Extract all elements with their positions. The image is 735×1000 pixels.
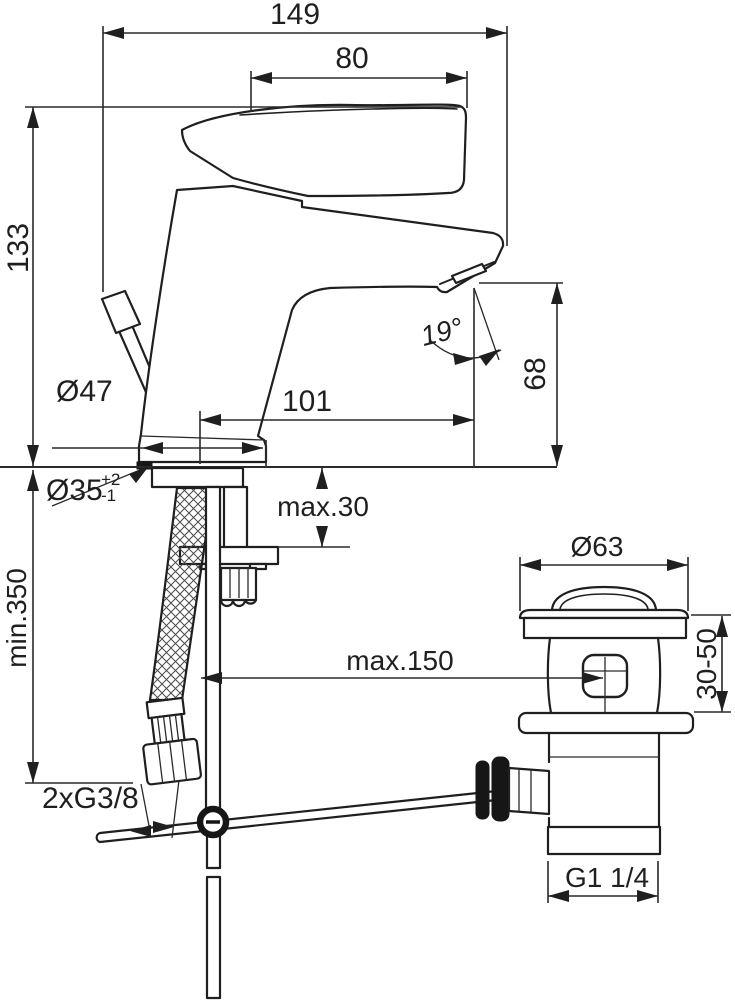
dim-hole-tol-plus: +2 — [101, 470, 120, 489]
waste-flange-plate — [518, 608, 690, 620]
dim-waste-thread: G1 1/4 — [565, 862, 649, 893]
dim-spout-angle: 19° — [417, 312, 466, 352]
threaded-shank — [222, 485, 249, 550]
dim-base-diameter: Ø47 — [56, 375, 113, 408]
supply-hose-braid — [148, 486, 215, 702]
under-deck-group — [95, 466, 508, 1000]
pull-rod-upper — [204, 485, 222, 810]
dim-handle-length: 80 — [335, 42, 368, 75]
dim-hole-diameter: Ø35 — [46, 474, 103, 507]
lever-knob — [100, 289, 142, 335]
dimension-lines-group: 149 80 133 min.350 Ø47 Ø35 +2 -1 101 19° — [1, 0, 731, 903]
hose-nut-facets — [157, 740, 188, 784]
pull-rod-stub — [205, 834, 222, 870]
hose-corrugation-lines — [156, 714, 180, 743]
waste-window-cross — [584, 657, 626, 713]
ball-joint-seal-left — [475, 760, 490, 820]
handle-top-edge-line — [239, 107, 458, 116]
waste-tailpiece-thread — [546, 825, 662, 856]
hose-end-fitting — [142, 696, 202, 786]
mounting-nut-ridges — [229, 568, 249, 598]
waste-cap — [550, 585, 658, 612]
aerator-insert — [450, 262, 488, 285]
dim-spout-reach: 101 — [282, 385, 332, 418]
ball-joint-collar — [507, 766, 551, 816]
dim-rod-reach: max.150 — [346, 645, 453, 676]
pull-rod-lower — [205, 875, 222, 1000]
dim-deck-thickness: max.30 — [277, 491, 369, 522]
drain-assembly-group — [475, 585, 695, 856]
hose-corrugation — [150, 713, 186, 745]
bracket-foot-right — [248, 562, 268, 571]
mounting-nut-scallops — [219, 598, 258, 608]
waste-body-sides — [546, 636, 662, 715]
horizontal-lift-rod — [95, 788, 508, 844]
base-joint-line — [140, 435, 265, 441]
handle — [180, 103, 468, 198]
dim-supply-connection: 2xG3/8 — [42, 782, 139, 815]
faucet-body-group — [100, 103, 505, 470]
ball-joint-collar-lines — [518, 769, 532, 813]
waste-cap-lip — [559, 593, 649, 610]
ball-joint-seal-right — [491, 756, 510, 822]
dim-total-width: 149 — [270, 0, 320, 31]
body-and-spout — [137, 184, 505, 464]
waste-tee-sides — [547, 731, 661, 829]
dim-waste-cap-diameter: Ø63 — [571, 531, 624, 562]
deck-washer-block — [150, 466, 245, 489]
dim-basin-thickness: 30-50 — [691, 628, 722, 700]
waste-flange-block — [522, 616, 688, 640]
dim-hole-tol-minus: -1 — [101, 486, 116, 505]
waste-lock-nut — [517, 711, 695, 735]
dim-body-height: 133 — [2, 223, 35, 273]
dim-hose-length: min.350 — [1, 568, 32, 668]
dim-spout-height: 68 — [519, 357, 552, 390]
